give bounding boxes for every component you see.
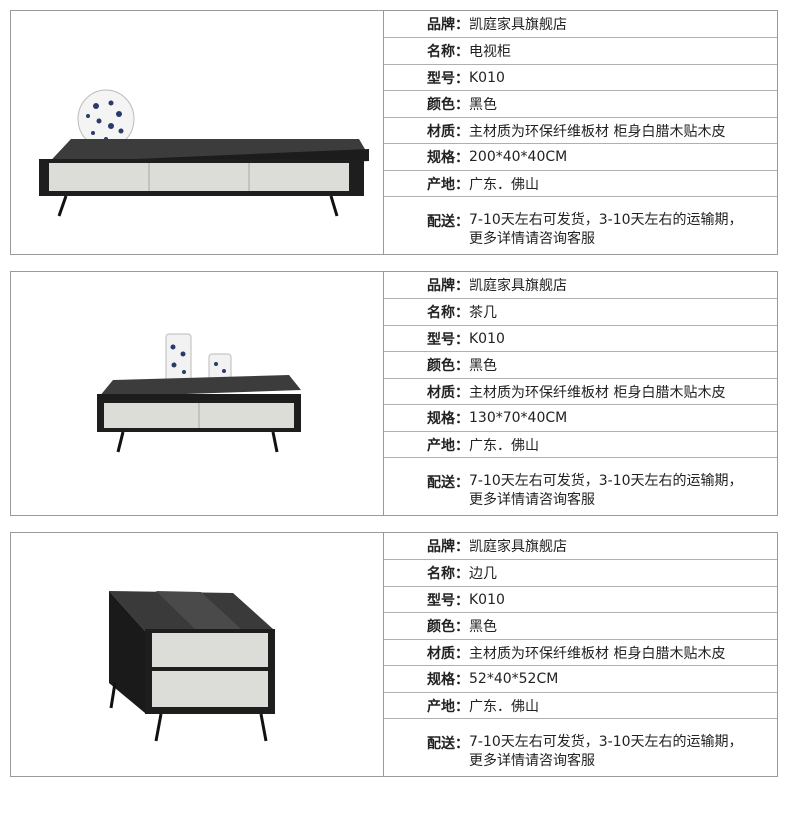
spec-row-brand: 品牌：凯庭家具旗舰店	[384, 272, 777, 299]
spec-row-brand: 品牌：凯庭家具旗舰店	[384, 533, 777, 560]
product-image-tv-cabinet	[11, 11, 384, 254]
spec-row-model: 型号：K010	[384, 326, 777, 352]
spec-row-origin: 产地：广东．佛山	[384, 693, 777, 719]
product-image-side-table	[11, 533, 384, 776]
spec-row-material: 材质：主材质为环保纤维板材 柜身白腊木贴木皮	[384, 118, 777, 144]
spec-row-color: 颜色：黑色	[384, 91, 777, 118]
side-table-illustration	[109, 591, 275, 742]
product-image-coffee-table	[11, 272, 384, 515]
spec-row-name: 名称：边几	[384, 560, 777, 587]
spec-row-size: 规格：52*40*52CM	[384, 666, 777, 693]
spec-row-size: 规格：200*40*40CM	[384, 144, 777, 171]
spec-row-color: 颜色：黑色	[384, 352, 777, 379]
spec-row-origin: 产地：广东．佛山	[384, 432, 777, 458]
spec-table-side-table: 品牌：凯庭家具旗舰店 名称：边几 型号：K010 颜色：黑色 材质：主材质为环保…	[384, 533, 777, 776]
spec-row-name: 名称：茶几	[384, 299, 777, 326]
spec-row-shipping: 配送：7-10天左右可发货，3-10天左右的运输期，更多详情请咨询客服	[427, 473, 743, 508]
spec-row-model: 型号：K010	[384, 65, 777, 91]
spec-row-origin: 产地：广东．佛山	[384, 171, 777, 197]
tv-cabinet-illustration	[39, 89, 369, 217]
spec-row-model: 型号：K010	[384, 587, 777, 613]
spec-row-material: 材质：主材质为环保纤维板材 柜身白腊木贴木皮	[384, 640, 777, 666]
spec-table-tv-cabinet: 品牌：凯庭家具旗舰店 名称：电视柜 型号：K010 颜色：黑色 材质：主材质为环…	[384, 11, 777, 254]
product-card-side-table: 品牌：凯庭家具旗舰店 名称：边几 型号：K010 颜色：黑色 材质：主材质为环保…	[10, 532, 778, 777]
spec-row-shipping: 配送：7-10天左右可发货，3-10天左右的运输期，更多详情请咨询客服	[427, 212, 743, 247]
spec-row-name: 名称：电视柜	[384, 38, 777, 65]
spec-row-size: 规格：130*70*40CM	[384, 405, 777, 432]
coffee-table-illustration	[97, 333, 301, 453]
spec-row-shipping: 配送：7-10天左右可发货，3-10天左右的运输期，更多详情请咨询客服	[427, 734, 743, 769]
spec-row-brand: 品牌：凯庭家具旗舰店	[384, 11, 777, 38]
spec-row-color: 颜色：黑色	[384, 613, 777, 640]
product-card-tv-cabinet: 品牌：凯庭家具旗舰店 名称：电视柜 型号：K010 颜色：黑色 材质：主材质为环…	[10, 10, 778, 255]
product-card-coffee-table: 品牌：凯庭家具旗舰店 名称：茶几 型号：K010 颜色：黑色 材质：主材质为环保…	[10, 271, 778, 516]
spec-table-coffee-table: 品牌：凯庭家具旗舰店 名称：茶几 型号：K010 颜色：黑色 材质：主材质为环保…	[384, 272, 777, 515]
spec-row-material: 材质：主材质为环保纤维板材 柜身白腊木贴木皮	[384, 379, 777, 405]
